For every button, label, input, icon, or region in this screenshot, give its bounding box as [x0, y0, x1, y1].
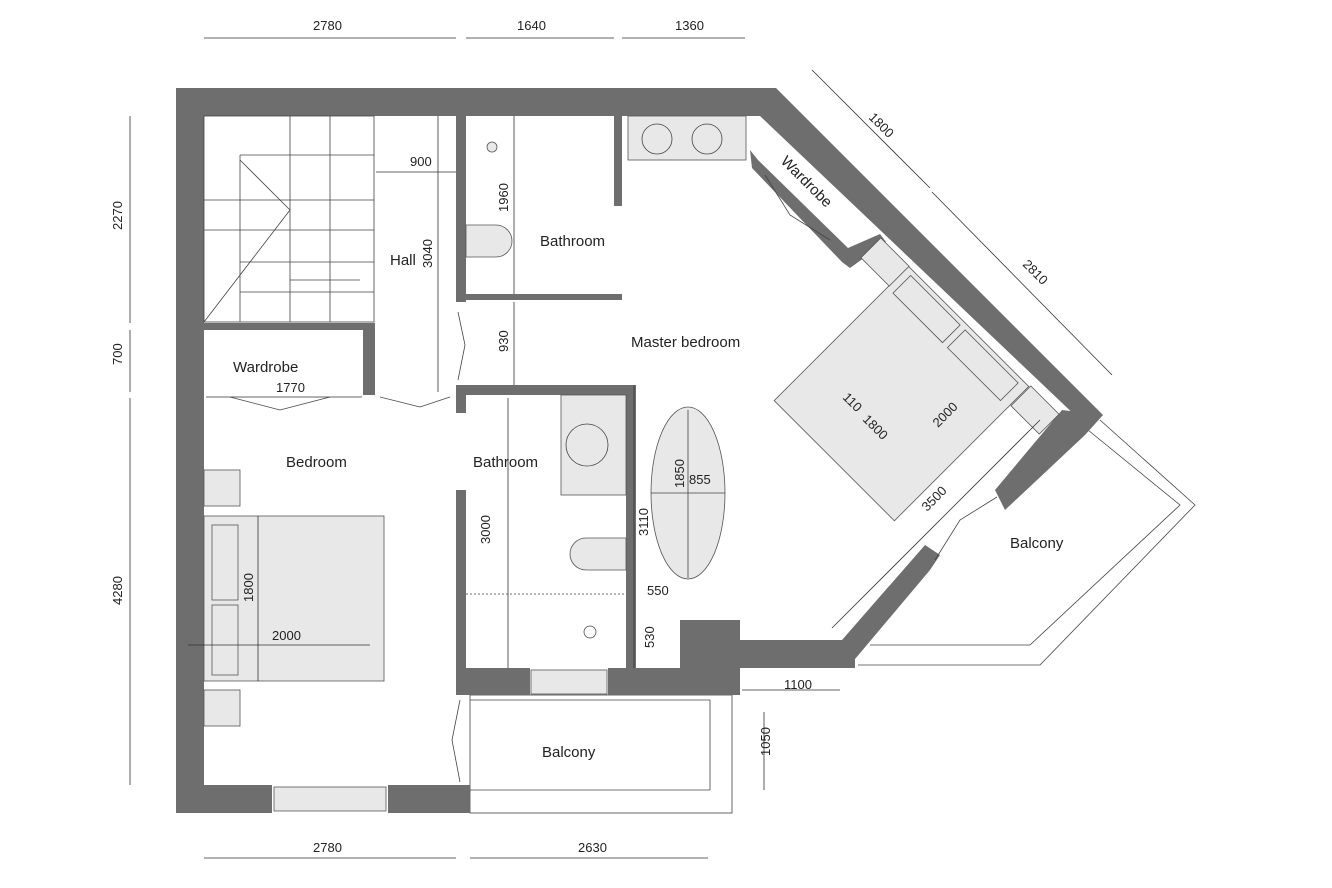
- dim-diag-1800: 1800: [866, 110, 897, 141]
- fixtures: [203, 115, 1060, 812]
- dim-left-3: 4280: [110, 576, 125, 605]
- doors: [229, 174, 998, 783]
- room-balcony-right: Balcony: [1010, 535, 1064, 552]
- room-bedroom: Bedroom: [286, 454, 347, 471]
- room-bathroom-bottom: Bathroom: [473, 454, 538, 471]
- walls: [176, 88, 1103, 813]
- staircase: [203, 115, 375, 323]
- dim-530: 530: [642, 626, 657, 648]
- dim-top-3: 1360: [675, 18, 704, 33]
- dim-bed-1800: 1800: [241, 573, 256, 602]
- toilet-bottom: [569, 537, 627, 571]
- room-hall: Hall: [390, 252, 416, 269]
- dim-550: 550: [647, 583, 669, 598]
- dim-tub-1850: 1850: [672, 459, 687, 488]
- room-master-bedroom: Master bedroom: [631, 334, 740, 351]
- dim-bottom-2: 2630: [578, 840, 607, 855]
- dim-1050: 1050: [758, 727, 773, 756]
- dim-1100: 1100: [784, 677, 812, 692]
- double-sink: [627, 115, 747, 161]
- dim-bottom-1: 2780: [313, 840, 342, 855]
- dim-1770: 1770: [276, 380, 305, 395]
- dimension-lines: [129, 37, 1113, 859]
- dim-diag-2810: 2810: [1020, 257, 1051, 288]
- master-bed: [773, 265, 1030, 522]
- dim-hall-900: 900: [410, 154, 432, 169]
- dim-left-2: 700: [110, 343, 125, 365]
- dim-top-2: 1640: [517, 18, 546, 33]
- dim-930: 930: [496, 330, 511, 352]
- room-bathroom-top: Bathroom: [540, 233, 605, 250]
- dim-bed-2000: 2000: [272, 628, 301, 643]
- room-balcony-bottom: Balcony: [542, 744, 596, 761]
- dim-3110: 3110: [636, 508, 651, 536]
- dim-left-1: 2270: [110, 201, 125, 230]
- dim-3040: 3040: [420, 239, 435, 268]
- dim-tub-855: 855: [689, 472, 711, 487]
- sink-bottom: [560, 394, 627, 496]
- balcony-outlines: [469, 419, 1196, 814]
- dim-1960: 1960: [496, 183, 511, 212]
- toilet-top: [465, 224, 513, 258]
- room-wardrobe-left: Wardrobe: [233, 359, 298, 376]
- dim-top-1: 2780: [313, 18, 342, 33]
- dim-3000: 3000: [478, 515, 493, 544]
